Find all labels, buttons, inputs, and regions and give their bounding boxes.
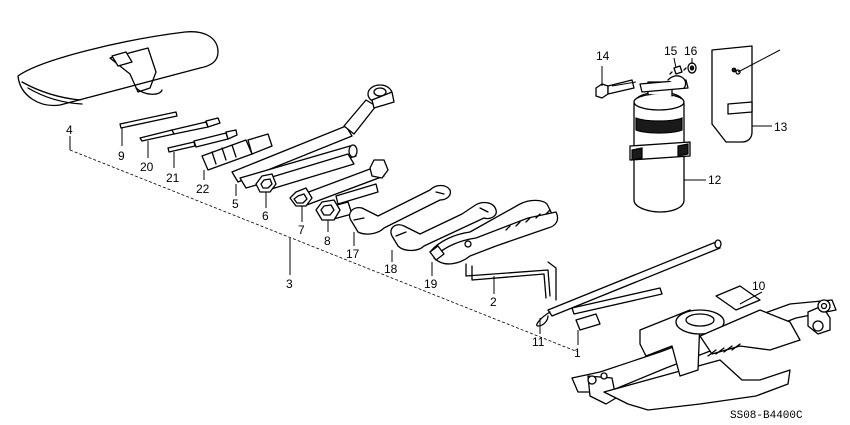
- jack-handle-bar: [536, 239, 722, 331]
- callout-9: 9: [118, 149, 125, 163]
- callout-10: 10: [752, 279, 766, 293]
- callout-5: 5: [232, 197, 239, 211]
- callout-8: 8: [324, 234, 331, 248]
- callout-7: 7: [298, 223, 305, 237]
- jack: [571, 285, 837, 411]
- nut: [687, 62, 697, 74]
- callout-labels: 4 9 20 21 22 5 6 7 8 17 18 19 3 2 11 1 1…: [66, 44, 788, 360]
- callout-1: 1: [574, 346, 581, 360]
- callout-11: 11: [532, 335, 545, 349]
- tool-bag: [17, 31, 219, 107]
- leader-lines: [69, 49, 781, 353]
- callout-19: 19: [424, 277, 438, 291]
- callout-13: 13: [774, 120, 788, 134]
- callout-4: 4: [66, 123, 73, 137]
- callout-21: 21: [166, 171, 180, 185]
- mounting-bracket: [711, 45, 753, 143]
- drift-pin: [119, 111, 178, 129]
- socket-7: [289, 159, 389, 207]
- callout-15: 15: [664, 44, 678, 58]
- screwdriver-flat: [139, 117, 221, 142]
- jack-handle: [465, 261, 557, 301]
- callout-3: 3: [286, 277, 293, 291]
- extinguisher: [629, 75, 691, 213]
- callout-20: 20: [140, 160, 154, 174]
- screwdriver-phillips: [167, 129, 238, 153]
- callout-16: 16: [684, 44, 698, 58]
- callout-17: 17: [346, 247, 360, 261]
- washer: [669, 65, 687, 75]
- pliers: [429, 199, 559, 265]
- screwdriver-handle: [201, 133, 273, 171]
- callout-12: 12: [708, 173, 722, 187]
- callout-14: 14: [596, 49, 610, 63]
- callout-22: 22: [196, 182, 210, 196]
- open-end-wrench-17: [348, 184, 452, 235]
- callout-2: 2: [490, 295, 497, 309]
- diagram-code: SS08-B4400C: [730, 410, 803, 422]
- wheel-nut-wrench: [231, 84, 395, 183]
- callout-6: 6: [262, 209, 269, 223]
- callout-18: 18: [384, 262, 398, 276]
- socket-6: [255, 153, 355, 193]
- open-end-wrench-18: [390, 201, 497, 252]
